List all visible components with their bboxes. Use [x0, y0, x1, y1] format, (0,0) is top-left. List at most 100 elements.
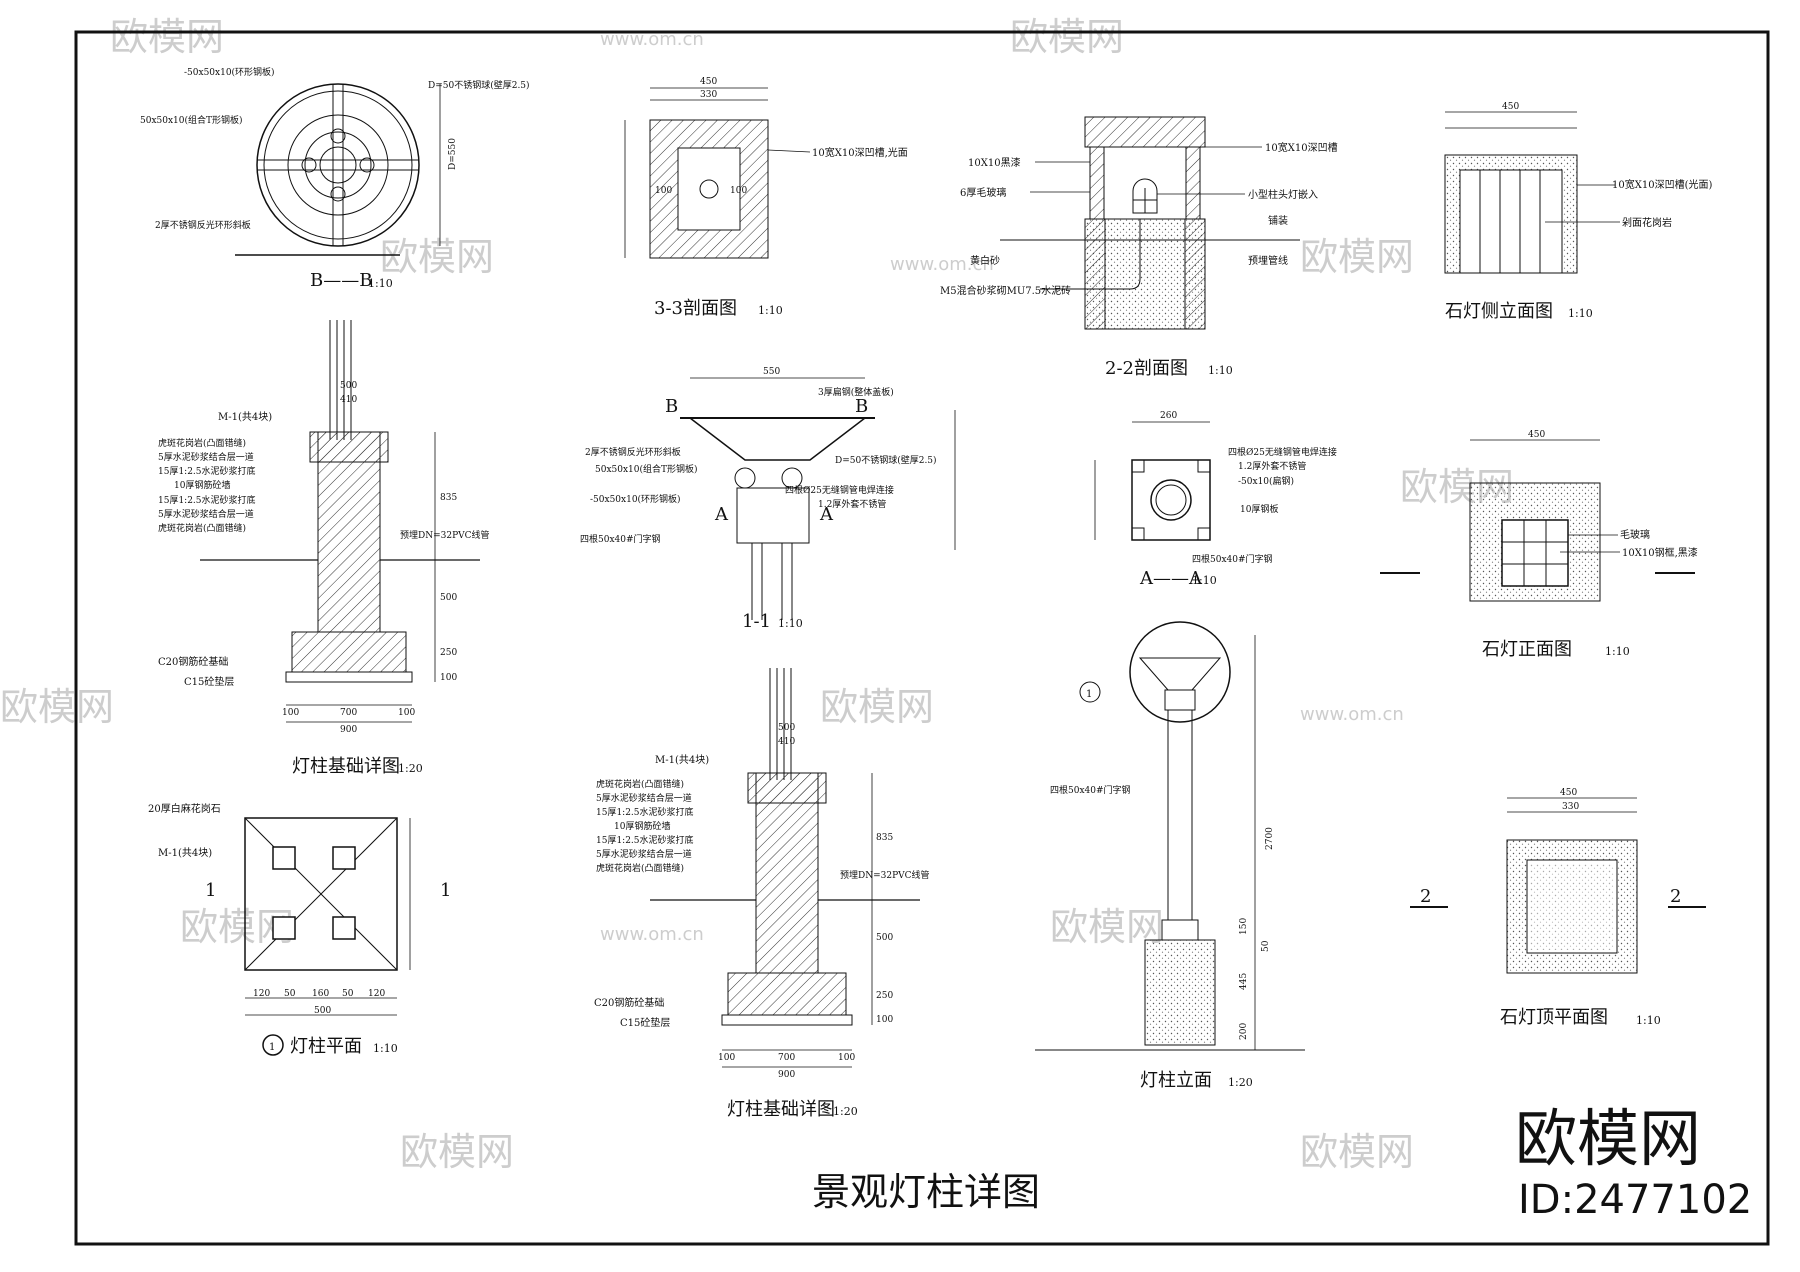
dimension: 50 [284, 989, 296, 999]
view-scale: 1:10 [1636, 1014, 1661, 1027]
dimension: 260 [1160, 411, 1177, 421]
note: 预埋管线 [1248, 254, 1288, 267]
view-title: 2-2剖面图 [1105, 358, 1188, 379]
dimension: 700 [778, 1053, 795, 1063]
note: 四根Ø25无缝钢管电焊连接 [785, 484, 894, 496]
note: 黄白砂 [970, 254, 1000, 267]
watermark-url: www.om.cn [890, 254, 994, 275]
view-scale: 1:20 [833, 1105, 858, 1118]
dimension: 900 [340, 725, 357, 735]
note: 50x50x10(组合T形钢板) [140, 114, 243, 126]
watermark-layer: 欧模网 欧模网 欧模网 欧模网 欧模网 欧模网 欧模网 欧模网 欧模网 欧模网 … [0, 15, 1514, 1174]
dimension: 410 [340, 395, 357, 405]
dimension: 120 [253, 989, 270, 999]
view-bb: -50x50x10(环形钢板) 50x50x10(组合T形钢板) D=50不锈钢… [140, 66, 530, 291]
note: 四根50x40#门字钢 [1050, 784, 1131, 796]
note: C15砼垫层 [620, 1016, 670, 1029]
dimension: 410 [778, 737, 795, 747]
note: 10厚钢筋砼墙 [614, 820, 670, 832]
note: 5厚水泥砂浆结合层一道 [158, 508, 254, 520]
note: 20厚白麻花岗石 [148, 802, 221, 815]
note: 10宽X10深凹槽,光面 [812, 146, 908, 159]
note: 2厚不锈钢反光环形斜板 [585, 446, 681, 458]
dimension: 835 [440, 493, 457, 503]
note: 10厚钢筋砼墙 [174, 479, 230, 491]
note: 10宽X10深凹槽(光面) [1612, 178, 1712, 191]
note: 6厚毛玻璃 [960, 186, 1006, 199]
view-scale: 1:10 [758, 304, 783, 317]
watermark: 欧模网 [1300, 1130, 1414, 1174]
note: 10X10黑漆 [968, 156, 1021, 169]
dimension: 550 [763, 367, 780, 377]
drawing-id: ID:2477102 [1518, 1177, 1752, 1223]
view-scale: 1:10 [1192, 574, 1217, 587]
view-found2: M-1(共4块) 虎斑花岗岩(凸面错缝) 5厚水泥砂浆结合层一道 15厚1:2.… [594, 668, 930, 1120]
view-title: 石灯侧立面图 [1445, 301, 1553, 322]
dimension: 500 [314, 1006, 331, 1016]
view-scale: 1:20 [398, 762, 423, 775]
dimension: 100 [838, 1053, 855, 1063]
view-scale: 1:10 [1568, 307, 1593, 320]
drawing-title: 景观灯柱详图 [812, 1170, 1040, 1214]
dimension: 500 [778, 723, 795, 733]
note: D=50不锈钢球(壁厚2.5) [428, 79, 530, 91]
dimension: 450 [1502, 102, 1519, 112]
view-front: 450 毛玻璃 10X10钢框,黑漆 石灯正面图 1:10 [1380, 430, 1698, 660]
watermark: 欧模网 [380, 235, 494, 279]
section-mark: 2 [1420, 886, 1431, 907]
note: 15厚1:2.5水泥砂浆打底 [158, 494, 256, 506]
note: 预埋DN=32PVC线管 [840, 869, 930, 881]
view-title: 灯柱平面 [290, 1036, 362, 1057]
view-title: A——A [1139, 568, 1203, 589]
note: 1.2厚外套不锈管 [818, 498, 886, 510]
view-s22: 10宽X10深凹槽 10X10黑漆 6厚毛玻璃 小型柱头灯嵌入 铺装 预埋管线 … [940, 116, 1338, 379]
dimension: 330 [1562, 802, 1579, 812]
view-scale: 1:10 [1605, 645, 1630, 658]
note: C20钢筋砼基础 [594, 996, 664, 1009]
watermark: 欧模网 [1300, 235, 1414, 279]
dimension: 160 [312, 989, 329, 999]
section-mark: A [714, 504, 729, 525]
dimension: D=550 [448, 138, 458, 170]
dimension: 500 [876, 933, 893, 943]
view-scale: 1:10 [368, 277, 393, 290]
note: 15厚1:2.5水泥砂浆打底 [596, 834, 694, 846]
note: 15厚1:2.5水泥砂浆打底 [596, 806, 694, 818]
drawing-frame [74, 30, 1770, 1246]
note: C15砼垫层 [184, 675, 234, 688]
detail-number: 1 [269, 1042, 275, 1053]
view-title: B——B [310, 270, 372, 291]
section-mark: 2 [1670, 886, 1681, 907]
note: 1.2厚外套不锈管 [1238, 460, 1306, 472]
note: 50x50x10(组合T形钢板) [595, 463, 698, 475]
section-mark: B [855, 396, 868, 417]
note: M5混合砂浆砌MU7.5水泥砖 [940, 284, 1071, 297]
dimension: 900 [778, 1070, 795, 1080]
view-title: 1-1 [742, 611, 771, 632]
dimension: 250 [440, 648, 457, 658]
note: 3厚扁钢(整体盖板) [818, 386, 894, 398]
watermark-url: www.om.cn [1300, 704, 1404, 725]
section-mark: 1 [205, 880, 216, 901]
view-aa: 260 四根Ø25无缝钢管电焊连接 1.2厚外套不锈管 -50x10(扁钢) 1… [1094, 411, 1337, 589]
view-title: 石灯正面图 [1482, 639, 1572, 660]
view-s11: 550 B B A A 3厚扁钢(整体盖板) 2厚不锈钢反光环形斜板 50x50… [580, 367, 956, 632]
note: 虎斑花岗岩(凸面错缝) [596, 778, 684, 790]
watermark: 欧模网 [0, 685, 114, 729]
note: 2厚不锈钢反光环形斜板 [155, 219, 251, 231]
note: M-1(共4块) [218, 411, 272, 423]
dimension: 500 [340, 381, 357, 391]
dimension: 120 [368, 989, 385, 999]
detail-number: 1 [1086, 689, 1092, 700]
note: 5厚水泥砂浆结合层一道 [158, 451, 254, 463]
dimension: 100 [655, 186, 672, 196]
watermark-url: www.om.cn [600, 29, 704, 50]
dimension: 50 [342, 989, 354, 999]
dimension: 450 [700, 77, 717, 87]
dimension: 100 [730, 186, 747, 196]
dimension: 450 [1528, 430, 1545, 440]
watermark: 欧模网 [1010, 15, 1124, 59]
note: 虎斑花岗岩(凸面错缝) [158, 522, 246, 534]
section-mark: B [665, 396, 678, 417]
view-title: 灯柱立面 [1140, 1070, 1212, 1091]
